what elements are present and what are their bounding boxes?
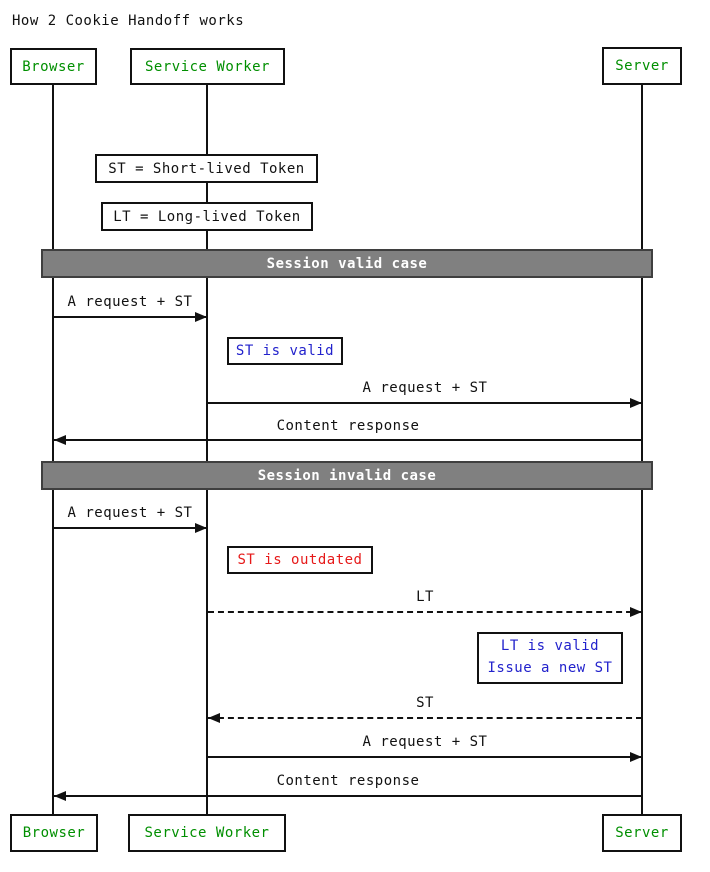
message-arrow	[208, 611, 642, 613]
lifeline-server	[641, 85, 643, 814]
note-st-valid: ST is valid	[227, 337, 343, 365]
section-header-session-invalid: Session invalid case	[41, 461, 653, 490]
participant-box-browser-top: Browser	[10, 48, 97, 85]
message-label-request-st-2: A request + ST	[362, 380, 488, 396]
participant-box-server-top: Server	[602, 47, 682, 85]
message-label-request-st-3: A request + ST	[67, 505, 193, 521]
message-arrow	[208, 756, 642, 758]
lifeline-service-worker	[206, 85, 208, 814]
message-label-request-st-1: A request + ST	[67, 294, 193, 310]
arrowhead-right-icon	[195, 523, 207, 533]
arrowhead-left-icon	[54, 435, 66, 445]
diagram-title: How 2 Cookie Handoff works	[12, 13, 245, 29]
note-lt-valid: LT is valid Issue a new ST	[477, 632, 623, 684]
message-arrow	[54, 527, 207, 529]
note-st-definition: ST = Short-lived Token	[95, 154, 318, 183]
arrowhead-left-icon	[208, 713, 220, 723]
arrowhead-left-icon	[54, 791, 66, 801]
message-arrow	[208, 717, 642, 719]
arrowhead-right-icon	[630, 398, 642, 408]
message-label-content-response-2: Content response	[276, 773, 420, 789]
message-arrow	[208, 402, 642, 404]
message-label-lt: LT	[416, 589, 434, 605]
message-arrow	[54, 795, 642, 797]
participant-box-service-worker-bottom: Service Worker	[128, 814, 286, 852]
arrowhead-right-icon	[630, 607, 642, 617]
message-label-st: ST	[416, 695, 434, 711]
participant-box-browser-bottom: Browser	[10, 814, 98, 852]
message-label-request-st-4: A request + ST	[362, 734, 488, 750]
lifeline-browser	[52, 85, 54, 814]
arrowhead-right-icon	[630, 752, 642, 762]
section-header-session-valid: Session valid case	[41, 249, 653, 278]
message-label-content-response-1: Content response	[276, 418, 420, 434]
note-lt-valid-line1: LT is valid	[500, 638, 600, 655]
participant-box-service-worker-top: Service Worker	[130, 48, 285, 85]
note-st-outdated: ST is outdated	[227, 546, 373, 574]
message-arrow	[54, 316, 207, 318]
participant-box-server-bottom: Server	[602, 814, 682, 852]
message-arrow	[54, 439, 642, 441]
arrowhead-right-icon	[195, 312, 207, 322]
note-lt-valid-line2: Issue a new ST	[487, 660, 613, 676]
note-lt-definition: LT = Long-lived Token	[101, 202, 313, 231]
